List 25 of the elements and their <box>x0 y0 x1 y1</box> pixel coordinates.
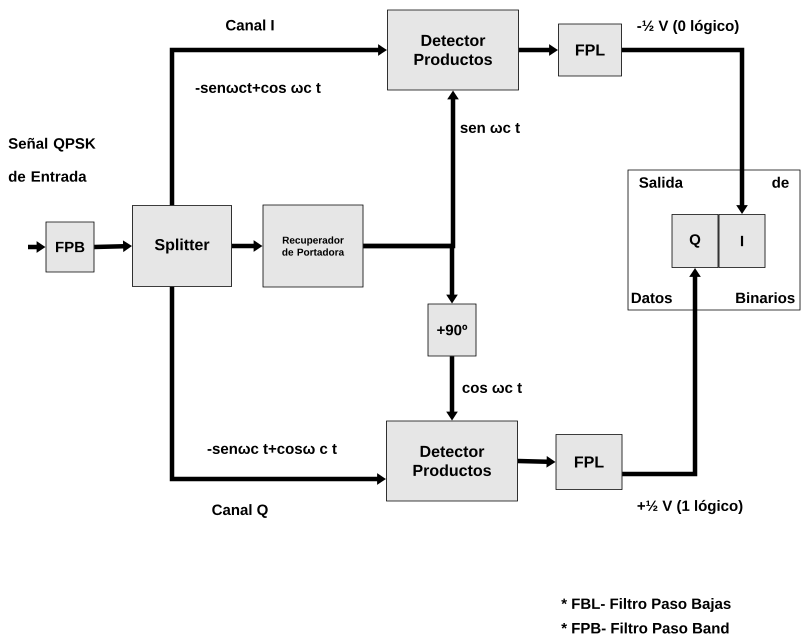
footnote: * FPB- Filtro Paso Band <box>561 622 729 634</box>
box-text: Binarios <box>736 292 795 304</box>
box-text: Datos <box>632 292 672 304</box>
box-text: Salida <box>639 176 684 188</box>
edge-label: cos ωc t <box>462 383 522 393</box>
process-box: FPL <box>556 434 622 490</box>
process-box: Detector Productos <box>386 420 518 502</box>
output-cell: I <box>718 214 766 268</box>
process-box: Splitter <box>132 205 232 287</box>
edge-label: sen ωc t <box>460 123 520 133</box>
output-cell: Q <box>672 214 718 268</box>
process-box: +90º <box>428 304 476 356</box>
edge-label: -½ V (0 lógico) <box>637 20 739 34</box>
process-box: FPB <box>46 222 94 272</box>
edge-label: -senωct+cos ωc t <box>196 83 321 93</box>
input-label: Señal QPSK de Entrada <box>8 138 96 182</box>
edge-label: -senωc t+cosω c t <box>208 444 337 454</box>
box-text: de <box>772 176 789 188</box>
edge-label: +½ V (1 lógico) <box>638 500 742 514</box>
channel-label: Canal Q <box>212 504 268 518</box>
process-box: Recuperador de Portadora <box>262 204 364 288</box>
channel-label: Canal I <box>226 20 274 30</box>
process-box: FPL <box>558 24 622 76</box>
process-box: Detector Productos <box>387 10 519 90</box>
footnote: * FBL- Filtro Paso Bajas <box>561 598 731 612</box>
